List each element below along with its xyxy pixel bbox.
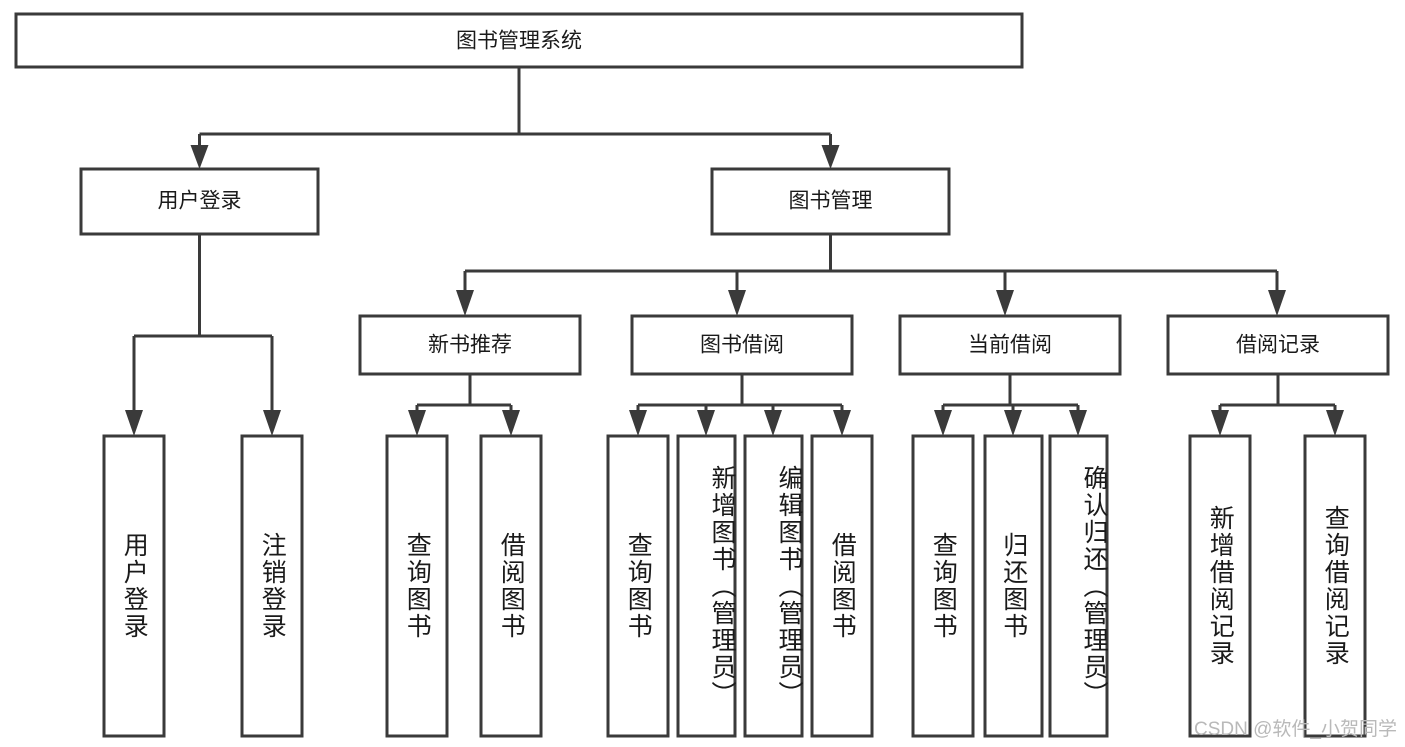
node-leaf-user-login[interactable] xyxy=(102,434,166,738)
node-root-label: 图书管理系统 xyxy=(456,30,582,53)
arrow-to-borrow-record xyxy=(1268,290,1286,316)
arrow-leaf-edit-book xyxy=(764,410,782,436)
node-leaf-borrow-book-1[interactable] xyxy=(479,434,543,738)
node-book-manage[interactable] xyxy=(710,167,951,236)
node-borrow-record[interactable] xyxy=(1166,314,1390,376)
watermark-text: CSDN @软件_小贺同学 xyxy=(1194,719,1397,740)
arrow-leaf-return-book xyxy=(1004,410,1022,436)
node-leaf-query-book-1[interactable] xyxy=(385,434,449,738)
node-leaf-confirm-return[interactable] xyxy=(1048,434,1109,738)
node-book-borrow[interactable] xyxy=(630,314,854,376)
node-leaf-query-record[interactable] xyxy=(1303,434,1367,738)
arrow-leaf-add-record xyxy=(1211,410,1229,436)
node-leaf-edit-book[interactable] xyxy=(743,434,804,738)
node-leaf-logout[interactable] xyxy=(240,434,304,738)
arrow-to-new-book-recommend xyxy=(456,290,474,316)
node-new-book-recommend-label: 新书推荐 xyxy=(428,334,512,357)
node-current-borrow[interactable] xyxy=(898,314,1122,376)
arrow-leaf-query-record xyxy=(1326,410,1344,436)
arrow-leaf-confirm-return xyxy=(1069,410,1087,436)
node-user-login-label: 用户登录 xyxy=(158,190,242,213)
arrow-to-book-manage xyxy=(821,145,840,169)
node-layer: 图书管理系统 用户登录 图书管理 新书推荐 图书借阅 当前借阅 借阅记录 xyxy=(14,12,1390,738)
arrow-leaf-query-book-2 xyxy=(629,410,647,436)
arrow-leaf-user-login xyxy=(125,410,143,436)
node-user-login[interactable] xyxy=(79,167,320,236)
node-current-borrow-label: 当前借阅 xyxy=(968,334,1052,357)
node-root[interactable] xyxy=(14,12,1024,69)
arrow-to-book-borrow xyxy=(728,290,746,316)
arrow-leaf-borrow-book-1 xyxy=(502,410,520,436)
arrow-leaf-logout xyxy=(263,410,281,436)
node-new-book-recommend[interactable] xyxy=(358,314,582,376)
arrow-leaf-borrow-book-2 xyxy=(833,410,851,436)
node-leaf-query-book-3[interactable] xyxy=(911,434,975,738)
node-leaf-add-record[interactable] xyxy=(1188,434,1252,738)
node-leaf-return-book[interactable] xyxy=(983,434,1044,738)
arrow-to-user-login xyxy=(190,145,209,169)
arrow-to-current-borrow xyxy=(996,290,1014,316)
node-book-manage-label: 图书管理 xyxy=(789,190,873,213)
arrow-leaf-add-book xyxy=(697,410,715,436)
arrow-leaf-query-book-3 xyxy=(934,410,952,436)
node-borrow-record-label: 借阅记录 xyxy=(1236,334,1320,357)
node-leaf-add-book[interactable] xyxy=(676,434,737,738)
node-book-borrow-label: 图书借阅 xyxy=(700,334,784,357)
node-leaf-query-book-2[interactable] xyxy=(606,434,670,738)
arrow-leaf-query-book-1 xyxy=(408,410,426,436)
node-leaf-borrow-book-2[interactable] xyxy=(810,434,874,738)
connector-layer xyxy=(125,67,1344,436)
